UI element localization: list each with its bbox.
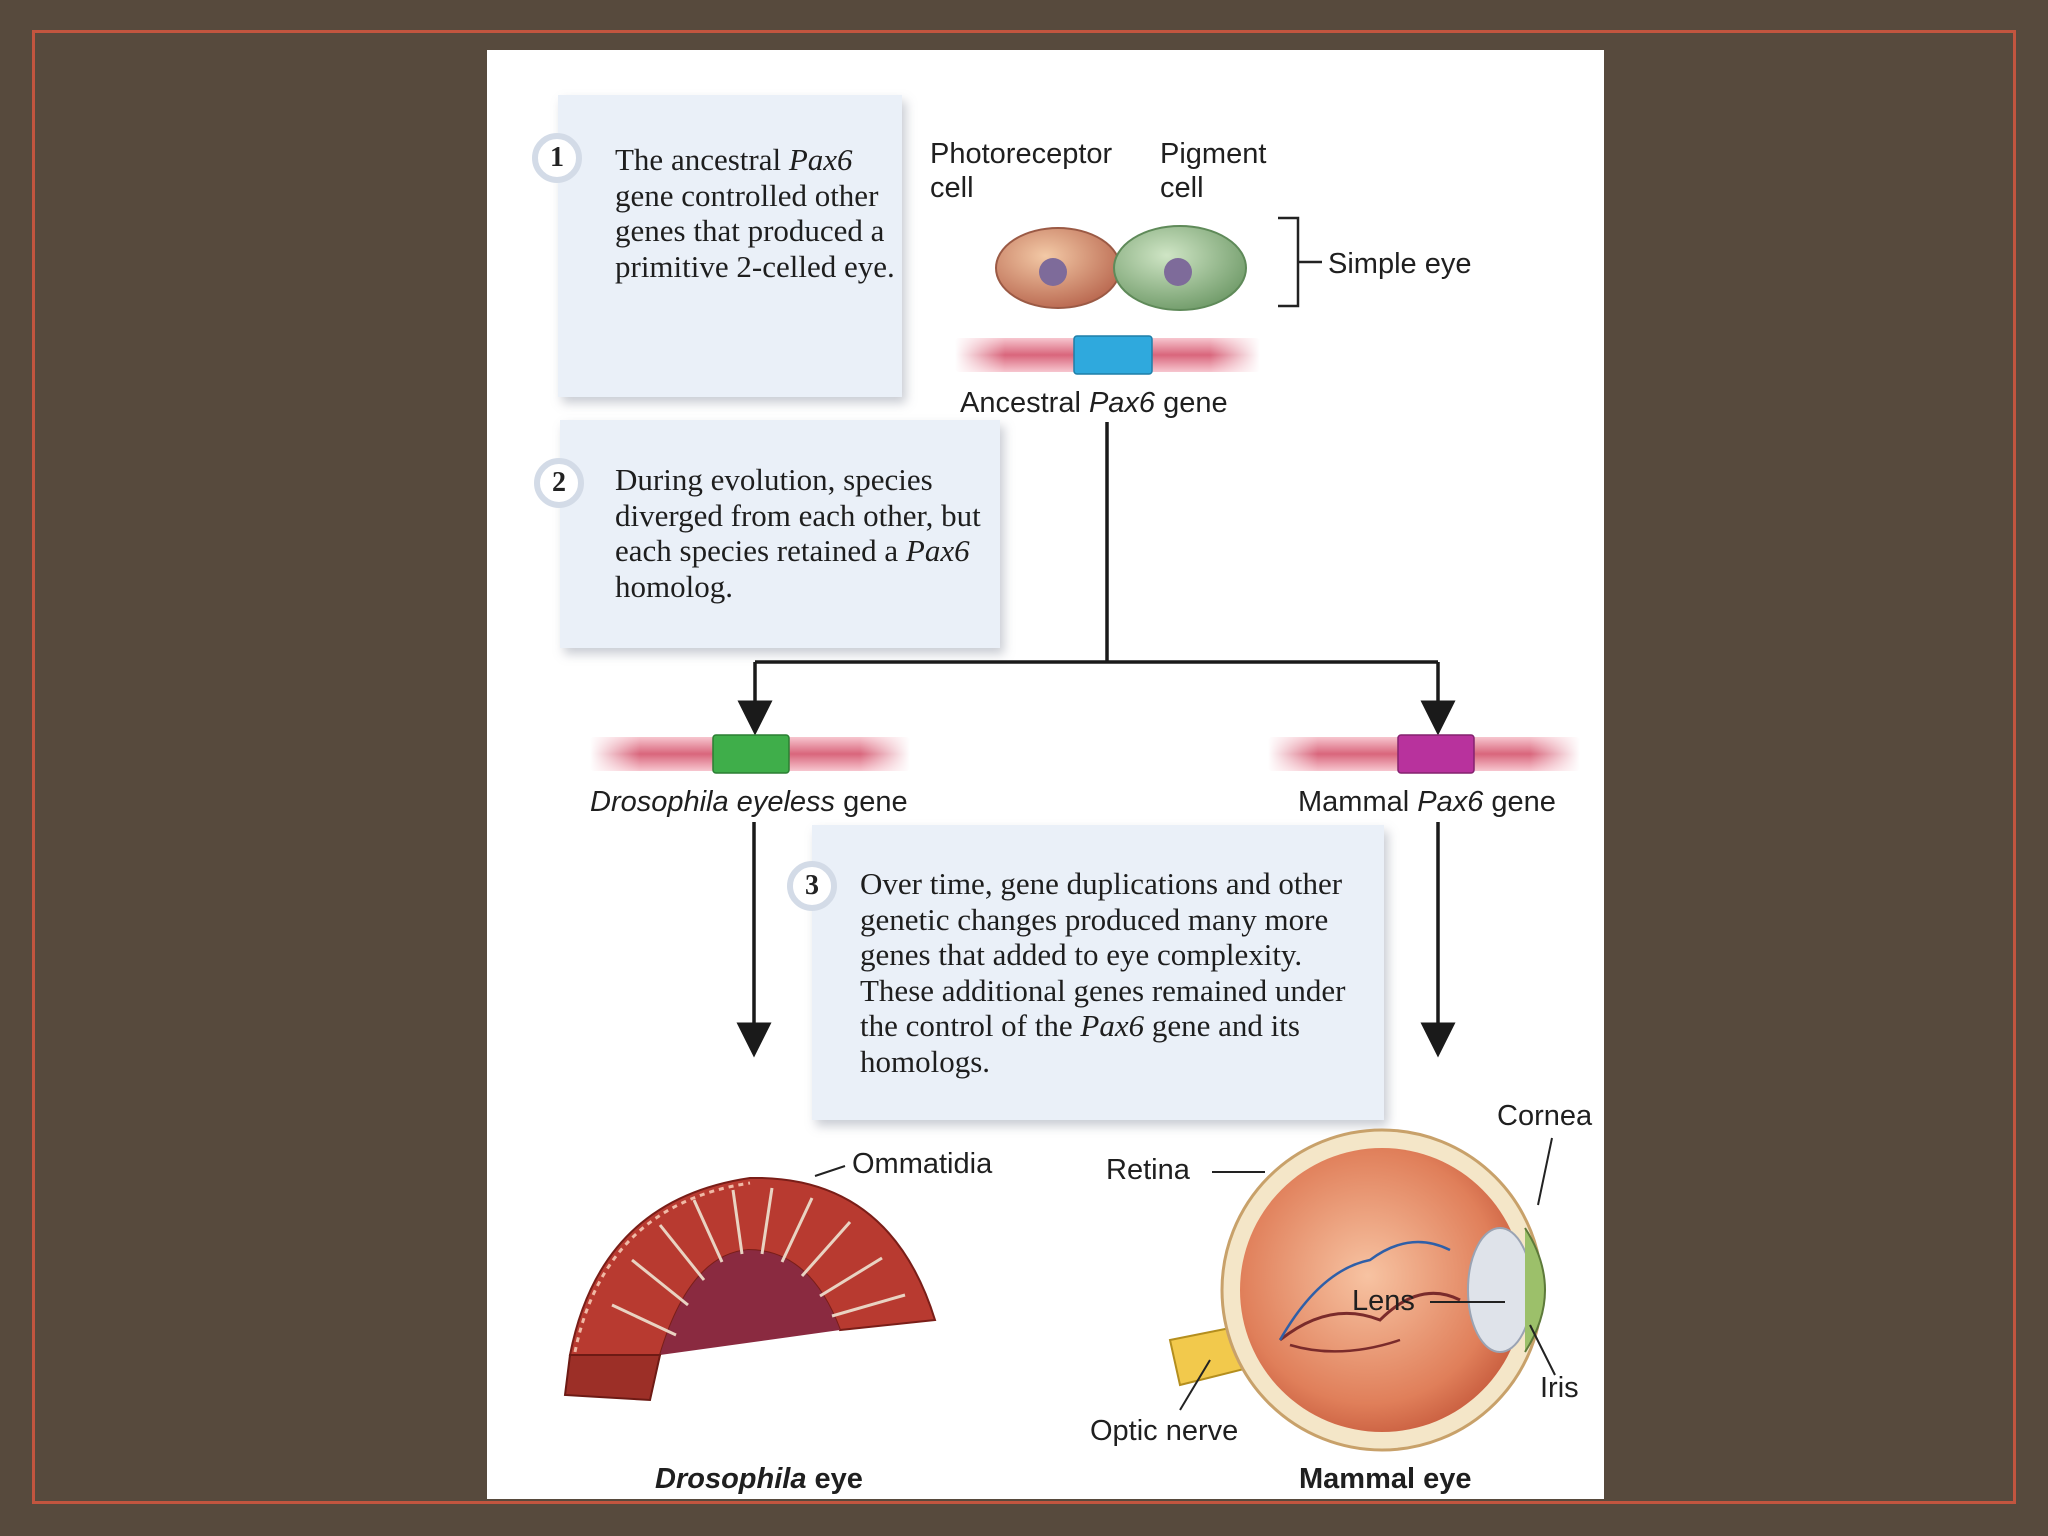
- mammal-eye-illustration: [1168, 1128, 1546, 1452]
- simple-eye-label: Simple eye: [1328, 248, 1472, 280]
- ancestral-gene-label: Ancestral Pax6 gene: [960, 387, 1228, 419]
- mammal-eye-caption: Mammal eye: [1299, 1463, 1472, 1495]
- photoreceptor-cell-label: Photoreceptor cell: [930, 138, 1113, 204]
- step-3-box: [812, 825, 1384, 1120]
- photoreceptor-cell-shape: [995, 227, 1121, 309]
- drosophila-gene-label: Drosophila eyeless gene: [590, 786, 908, 818]
- step-3-text: Over time, gene duplications and other g…: [860, 866, 1346, 1079]
- ommatidia-label: Ommatidia: [852, 1148, 993, 1180]
- retina-label: Retina: [1106, 1154, 1190, 1186]
- step-2-text: During evolution, species diverged from …: [615, 462, 981, 604]
- mammal-gene-band: [1268, 734, 1580, 774]
- ancestral-gene-band: [955, 335, 1260, 375]
- step-1-box: [558, 95, 902, 397]
- step-2-number: 2: [534, 458, 584, 508]
- drosophila-eye-caption: Drosophila eye: [655, 1463, 863, 1495]
- cornea-label: Cornea: [1497, 1100, 1593, 1132]
- drosophila-gene-band: [590, 734, 910, 774]
- step-1-text: The ancestral Pax6 gene controlled other…: [615, 142, 895, 284]
- lens-label: Lens: [1352, 1285, 1415, 1317]
- drosophila-eye-illustration: [563, 1176, 937, 1402]
- step-1-number: 1: [532, 133, 582, 183]
- pigment-cell-label: Pigment cell: [1160, 138, 1267, 204]
- slide-frame: [32, 30, 2016, 1504]
- optic-nerve-label: Optic nerve: [1090, 1415, 1239, 1447]
- step-2-box: [560, 420, 1000, 648]
- step-3-number: 3: [787, 861, 837, 911]
- iris-label: Iris: [1540, 1372, 1579, 1404]
- pigment-cell-shape: [1113, 225, 1247, 311]
- mammal-gene-label: Mammal Pax6 gene: [1298, 786, 1556, 818]
